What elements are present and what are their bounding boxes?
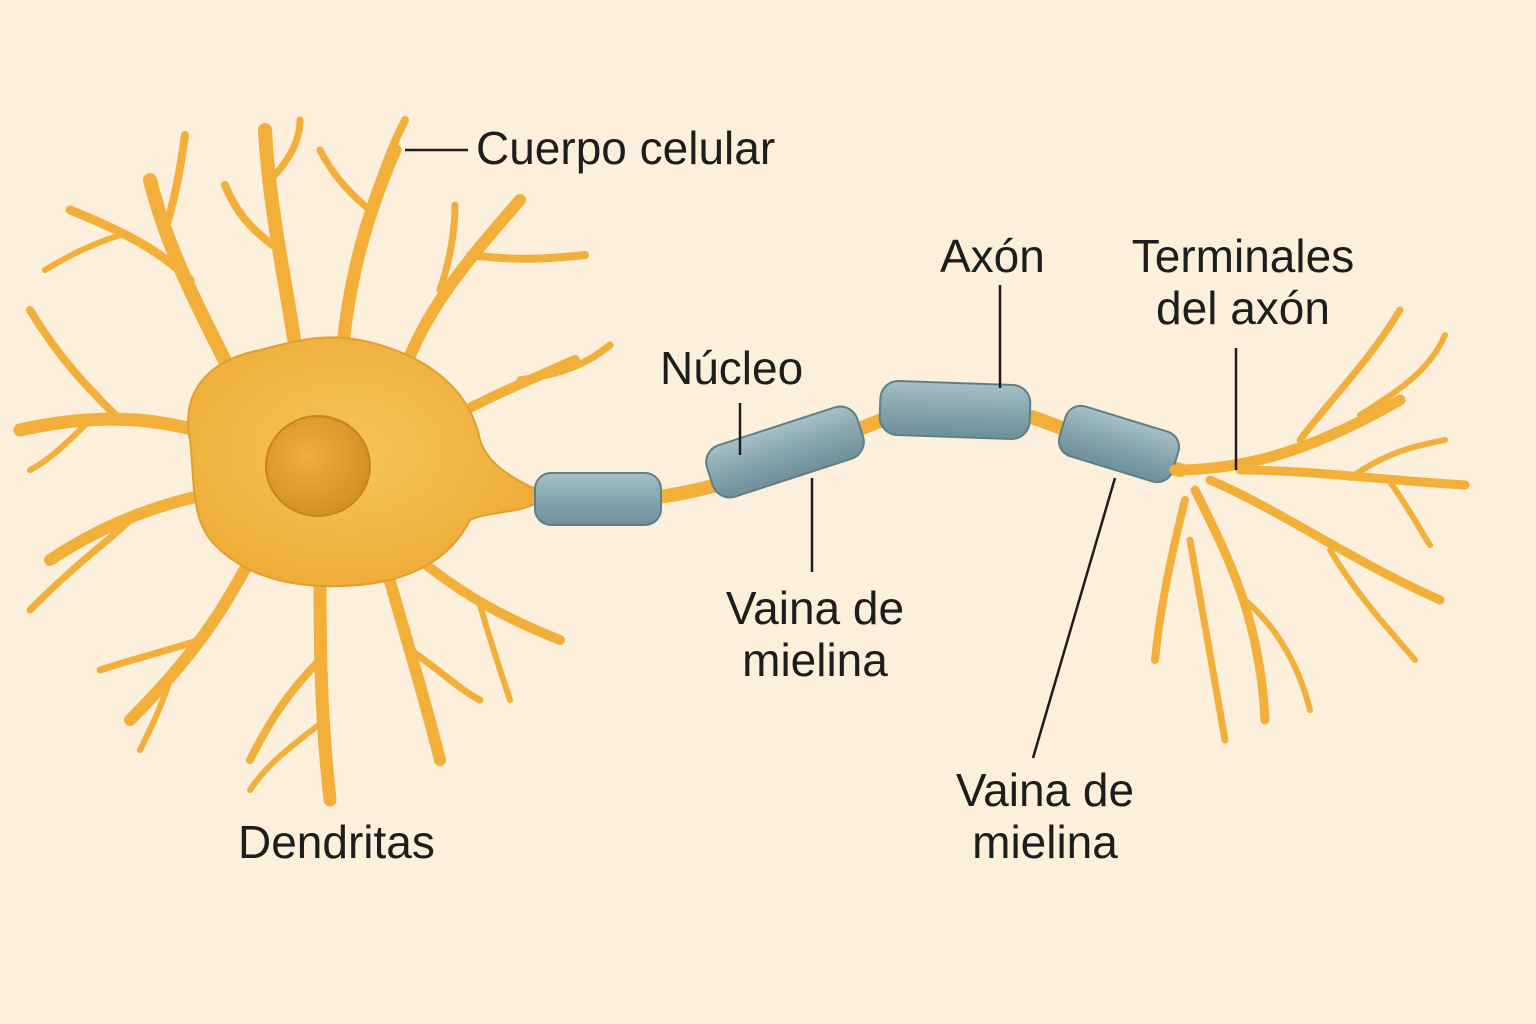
myelin-segment [1057, 404, 1181, 484]
label-myelin-sheath-2-line1: Vaina de [955, 764, 1135, 816]
label-myelin-sheath-1-line1: Vaina de [725, 582, 905, 634]
leader-lines [405, 148, 1238, 759]
label-myelin-sheath-1: Vaina de mielina [700, 582, 930, 686]
myelin-segment [705, 405, 865, 499]
label-myelin-sheath-2: Vaina de mielina [930, 764, 1160, 868]
label-myelin-sheath-1-line2: mielina [742, 634, 888, 686]
label-dendrites: Dendritas [238, 816, 435, 868]
myelin-sheaths [534, 380, 1181, 526]
axon-terminals [1151, 306, 1470, 744]
label-axon-terminals: Terminales del axón [1108, 230, 1378, 334]
label-cell-body: Cuerpo celular [476, 122, 776, 174]
leader-myelin-2 [1031, 477, 1117, 759]
nucleus [265, 415, 371, 517]
label-nucleus: Núcleo [660, 342, 804, 394]
label-myelin-sheath-2-line2: mielina [972, 816, 1118, 868]
myelin-segment [534, 472, 662, 526]
label-axon-terminals-line2: del axón [1156, 282, 1330, 334]
myelin-segment [878, 380, 1032, 440]
label-axon-terminals-line1: Terminales [1131, 230, 1355, 282]
label-axon: Axón [940, 230, 1045, 282]
